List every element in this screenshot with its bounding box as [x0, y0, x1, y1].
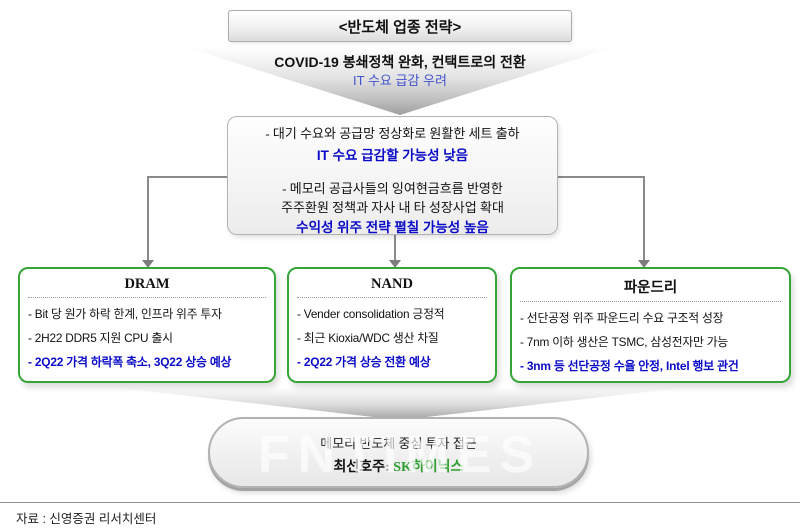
- segment-box-nand: NAND - Vender consolidation 긍정적 - 최근 Kio…: [287, 267, 497, 383]
- segment-highlight: - 2Q22 가격 하락폭 축소, 3Q22 상승 예상: [28, 355, 232, 369]
- connector-center-vertical: [394, 235, 396, 261]
- segment-divider: [520, 301, 781, 302]
- conclusion-line-2: 최선호주: SK하이닉스: [210, 456, 587, 476]
- source-attribution: 자료 : 신영증권 리서치센터: [16, 512, 157, 526]
- segment-highlight: - 2Q22 가격 상승 전환 예상: [297, 355, 431, 369]
- connector-right-vertical: [643, 176, 645, 261]
- segment-title-foundry: 파운드리: [623, 280, 678, 296]
- assessment-box: - 대기 수요와 공급망 정상화로 원활한 세트 출하 IT 수요 급감할 가능…: [227, 116, 558, 235]
- segment-item: - 최근 Kioxia/WDC 생산 차질: [297, 331, 439, 345]
- arrowhead-foundry-icon: [638, 260, 650, 268]
- diagram-title: <반도체 업종 전략>: [338, 18, 462, 36]
- intro-line-2: IT 수요 급감 우려: [353, 73, 447, 88]
- segment-highlight: - 3nm 등 선단공정 수율 안정, Intel 행보 관건: [520, 359, 739, 373]
- top-pick-label: 최선호주:: [333, 460, 390, 475]
- footer-divider: [0, 502, 800, 503]
- connector-right-horizontal: [558, 176, 645, 178]
- assessment-point-2-line-2: 주주환원 정책과 자사 내 타 성장사업 확대: [281, 200, 504, 215]
- assessment-point-2-line-1: - 메모리 공급사들의 잉여현금흐름 반영한: [282, 181, 503, 196]
- connector-left-vertical: [147, 176, 149, 261]
- assessment-point-2-highlight: 수익성 위주 전략 펼칠 가능성 높음: [296, 220, 489, 235]
- segment-title-nand: NAND: [371, 276, 413, 292]
- down-arrow-shape-bottom: [110, 387, 690, 420]
- segment-item: - 2H22 DDR5 지원 CPU 출시: [28, 331, 173, 345]
- assessment-point-1-highlight: IT 수요 급감할 가능성 낮음: [316, 148, 469, 163]
- conclusion-line-1: 메모리 반도체 중심 투자 접근: [320, 436, 477, 451]
- assessment-point-1: - 대기 수요와 공급망 정상화로 원활한 세트 출하: [265, 126, 520, 141]
- segment-item: - Vender consolidation 긍정적: [297, 307, 445, 321]
- segment-box-dram: DRAM - Bit 당 원가 하락 한계, 인프라 위주 투자 - 2H22 …: [18, 267, 276, 383]
- connector-left-horizontal: [147, 176, 228, 178]
- top-pick-stock: SK하이닉스: [393, 460, 464, 475]
- segment-item: - 7nm 이하 생산은 TSMC, 삼성전자만 가능: [520, 335, 729, 349]
- conclusion-pill: 메모리 반도체 중심 투자 접근 최선호주: SK하이닉스: [208, 417, 589, 488]
- segment-item: - Bit 당 원가 하락 한계, 인프라 위주 투자: [28, 307, 222, 321]
- intro-line-1: COVID-19 봉쇄정책 완화, 컨택트로의 전환: [274, 54, 526, 70]
- arrowhead-nand-icon: [389, 260, 401, 268]
- segment-divider: [28, 297, 266, 298]
- segment-box-foundry: 파운드리 - 선단공정 위주 파운드리 수요 구조적 성장 - 7nm 이하 생…: [510, 267, 791, 383]
- segment-title-dram: DRAM: [124, 276, 170, 292]
- segment-item: - 선단공정 위주 파운드리 수요 구조적 성장: [520, 311, 724, 325]
- segment-divider: [297, 297, 487, 298]
- diagram-title-box: <반도체 업종 전략>: [228, 10, 572, 42]
- arrowhead-dram-icon: [142, 260, 154, 268]
